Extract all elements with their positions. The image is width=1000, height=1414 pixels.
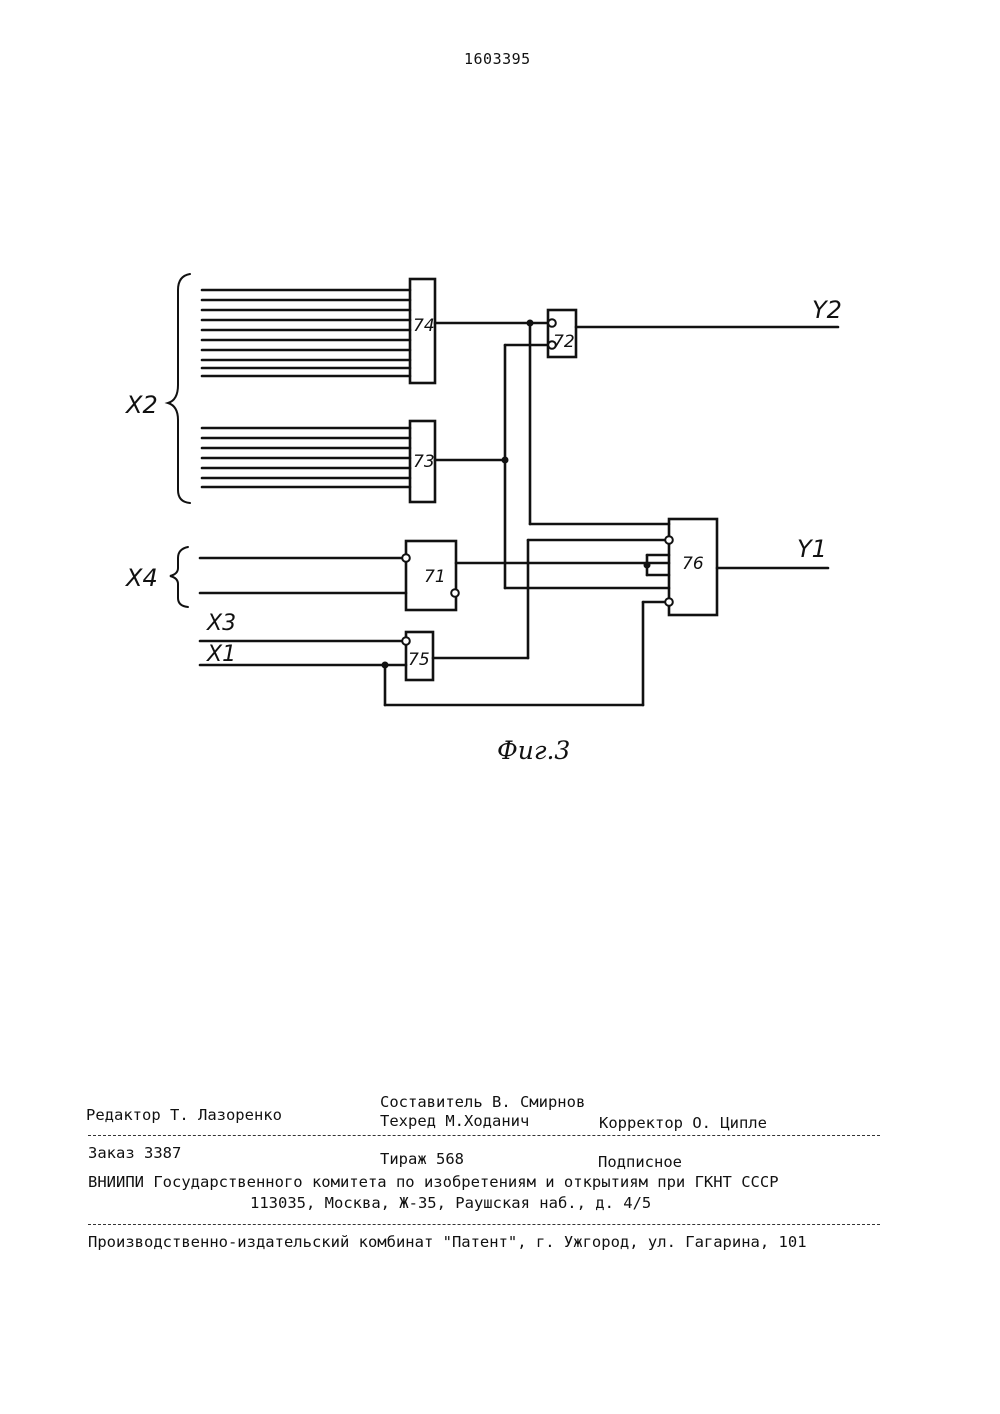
tehred-line: Техред М.Ходанич bbox=[380, 1114, 529, 1130]
junction-dots bbox=[382, 320, 651, 669]
korrektor-line: Корректор О. Ципле bbox=[599, 1116, 767, 1132]
figure-caption: Фиг.3 bbox=[497, 736, 570, 765]
label-y1: Y1 bbox=[797, 535, 827, 563]
block-72-label: 72 bbox=[553, 332, 575, 352]
vniipi-line: ВНИИПИ Государственного комитета по изоб… bbox=[88, 1175, 779, 1191]
label-x1: X1 bbox=[206, 642, 236, 667]
footer-divider-bottom bbox=[88, 1224, 880, 1225]
block-74-label: 74 bbox=[413, 316, 435, 336]
tirazh-line: Тираж 568 bbox=[380, 1152, 464, 1168]
label-x2: X2 bbox=[124, 391, 158, 419]
x4-brace bbox=[170, 547, 188, 607]
label-x3: X3 bbox=[206, 611, 236, 636]
block-75-label: 75 bbox=[408, 650, 430, 670]
label-y2: Y2 bbox=[812, 296, 842, 324]
kombinat-line: Производственно-издательский комбинат "П… bbox=[88, 1235, 807, 1251]
zakaz-line: Заказ 3387 bbox=[88, 1146, 181, 1162]
block-73-inputs bbox=[202, 428, 410, 487]
block-76-label: 76 bbox=[682, 554, 704, 574]
block-73-label: 73 bbox=[413, 452, 435, 472]
x2-brace bbox=[168, 274, 190, 503]
block-71-label: 71 bbox=[424, 567, 446, 587]
label-x4: X4 bbox=[124, 564, 158, 592]
address-line: 113035, Москва, Ж-35, Раушская наб., д. … bbox=[250, 1196, 651, 1212]
sostavitel-line: Составитель В. Смирнов bbox=[380, 1095, 585, 1111]
podpisnoe-line: Подписное bbox=[598, 1155, 682, 1171]
circuit-diagram: X2 X4 X3 X1 Y2 Y1 74 73 72 71 75 76 bbox=[0, 0, 1000, 800]
footer-divider-top bbox=[88, 1135, 880, 1136]
redaktor-line: Редактор Т. Лазоренко bbox=[86, 1108, 282, 1124]
inversion-circles bbox=[402, 319, 673, 645]
block-74-inputs bbox=[202, 290, 410, 376]
